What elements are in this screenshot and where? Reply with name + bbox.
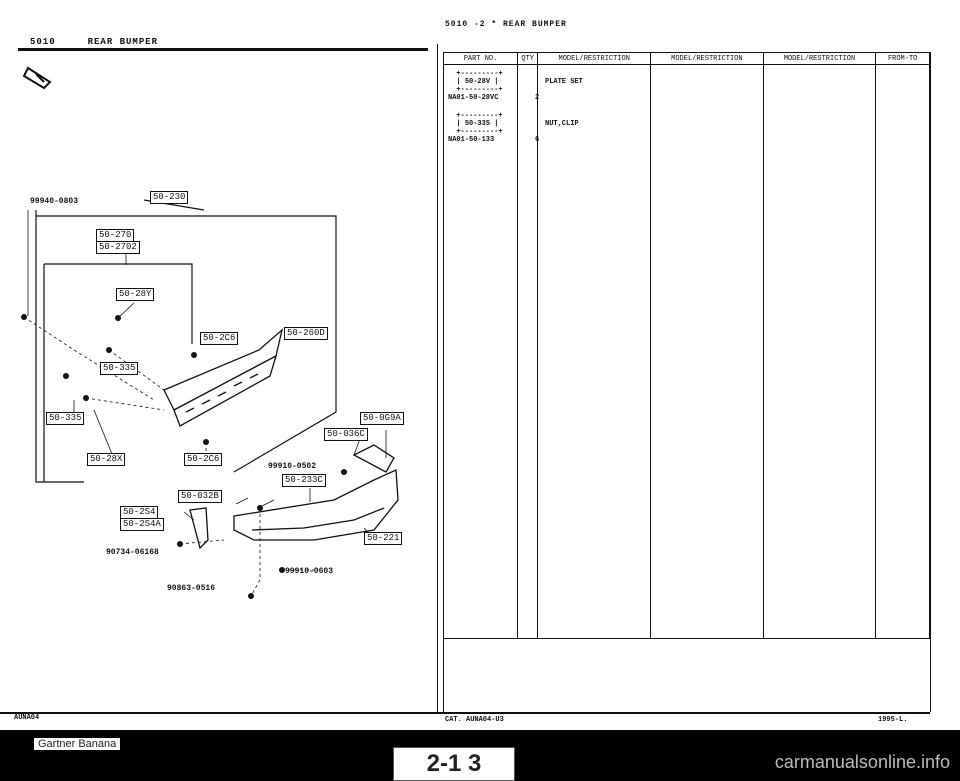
col-model-1: MODEL/RESTRICTION (537, 52, 652, 65)
footer-rule (0, 712, 930, 714)
part-ref-label: 50-032B (178, 490, 222, 503)
qty-value: 2 (535, 94, 540, 102)
table-row: +---------+ | 50-28V | +---------+ NA01-… (448, 70, 503, 102)
vehicle-symbol-icon (22, 66, 52, 90)
col-model-3: MODEL/RESTRICTION (762, 52, 877, 65)
part-number: NA01-50-133 (448, 136, 495, 144)
part-ref-label: 50-28X (87, 453, 126, 466)
fastener-label: 99910-0603 (285, 567, 334, 576)
fastener-label: 90734-06168 (106, 548, 159, 557)
diagram-drawing (21, 66, 399, 599)
watermark-text: Gartner Banana (34, 738, 121, 750)
catalog-number: CAT. AUNA04-U3 (445, 716, 504, 724)
part-number: NA01-50-28VC (448, 94, 499, 102)
qty-value: 6 (535, 136, 540, 144)
parts-table: PART NO. QTY MODEL/RESTRICTION MODEL/RES… (442, 52, 930, 639)
part-ref-label: 50-036C (324, 428, 368, 441)
ref-box-bottom: +---------+ (448, 128, 503, 136)
catalog-date: 1995-L. (878, 716, 908, 724)
part-description: NUT,CLIP (545, 120, 579, 128)
ref-box-top: +---------+ (448, 70, 503, 78)
col-model-2: MODEL/RESTRICTION (650, 52, 764, 65)
ref-box-bottom: +---------+ (448, 86, 503, 94)
part-ref-label: 50-335 (46, 412, 85, 425)
footer-code: AUNA04 (14, 714, 40, 722)
part-ref-label: 50-335 (100, 362, 139, 375)
table-bottom-rule (443, 638, 930, 639)
table-row: +---------+ | 50-335 | +---------+ NA01-… (448, 112, 503, 144)
header-rule (18, 48, 428, 51)
section-header: 5010 REAR BUMPER (30, 37, 158, 47)
part-ref-label: 50-260D (284, 327, 328, 340)
right-frame (930, 52, 931, 712)
section-title: REAR BUMPER (87, 37, 159, 47)
part-ref-label: 50-0G9A (360, 412, 404, 425)
part-ref-label: 50-2C6 (200, 332, 239, 345)
ref-box-top: +---------+ (448, 112, 503, 120)
part-ref-label: 50-28Y (116, 288, 155, 301)
part-ref-label: 50-221 (364, 532, 403, 545)
table-body (442, 64, 930, 639)
col-qty: QTY (517, 52, 539, 65)
top-center-header: 5010 -2 * REAR BUMPER (445, 20, 567, 29)
part-ref-label: 50-2702 (96, 241, 140, 254)
exploded-diagram (14, 60, 434, 620)
page-number-badge: 2-1 3 (393, 747, 515, 781)
table-header-row: PART NO. QTY MODEL/RESTRICTION MODEL/RES… (442, 52, 930, 65)
col-part-no: PART NO. (442, 52, 519, 65)
part-ref-label: 50-233C (282, 474, 326, 487)
part-ref-label: 50-2C6 (184, 453, 223, 466)
fastener-label: 99940-0803 (30, 197, 79, 206)
fastener-label: 99910-0502 (268, 462, 317, 471)
fastener-label: 90863-0516 (167, 584, 216, 593)
section-code: 5010 (30, 37, 56, 47)
col-from-to: FROM-TO (875, 52, 930, 65)
ref-code: | 50-28V | (448, 78, 499, 86)
catalog-page: 5010 -2 * REAR BUMPER 5010 REAR BUMPER (0, 0, 960, 730)
ref-code: | 50-335 | (448, 120, 499, 128)
part-description: PLATE SET (545, 78, 583, 86)
site-watermark[interactable]: carmanualsonline.info (774, 752, 950, 772)
part-ref-label: 50-2S4A (120, 518, 164, 531)
center-divider (437, 44, 438, 714)
part-ref-label: 50-230 (150, 191, 189, 204)
